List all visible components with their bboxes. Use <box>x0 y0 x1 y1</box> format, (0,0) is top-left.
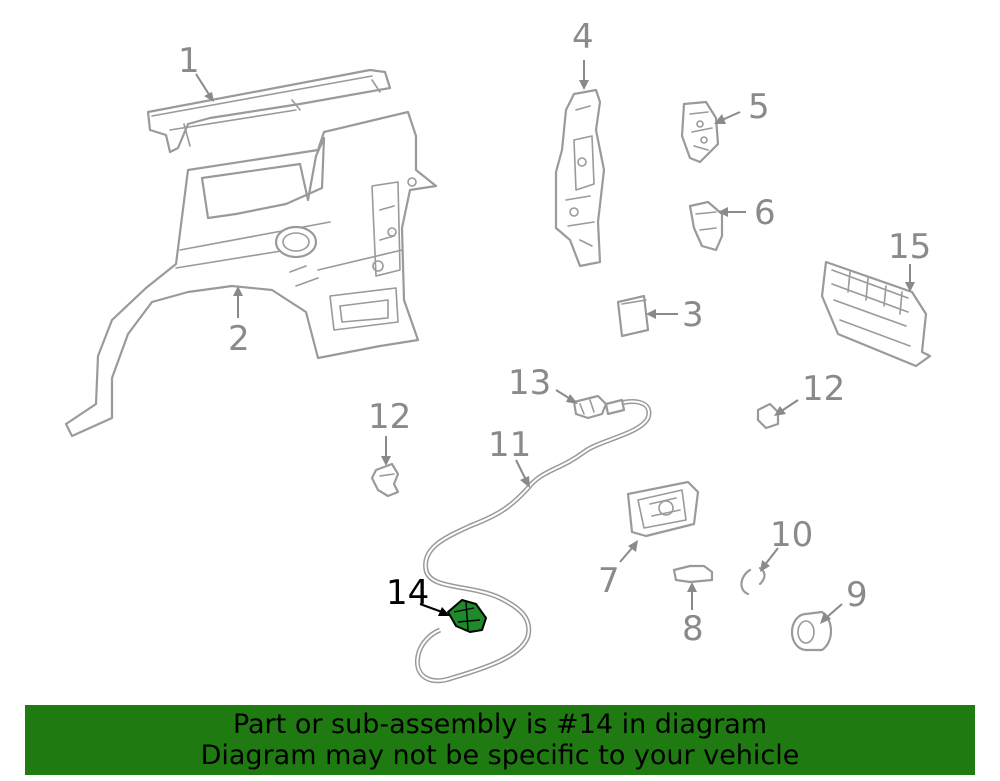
part-6-bracket[interactable] <box>688 200 724 252</box>
part-12-clip-right[interactable] <box>756 402 780 430</box>
part-5-bracket[interactable] <box>680 100 720 164</box>
callout-8: 8 <box>682 609 704 649</box>
part-3-pad[interactable] <box>616 294 650 338</box>
callout-labels: 1 2 3 4 5 6 7 8 9 10 11 12 12 13 14 15 <box>178 17 931 649</box>
part-1-roof-rail[interactable] <box>146 68 392 154</box>
part-2-quarter-panel[interactable] <box>64 110 438 438</box>
part-15-vent[interactable] <box>820 260 932 368</box>
callout-10: 10 <box>770 515 813 555</box>
banner-line-2: Diagram may not be specific to your vehi… <box>200 740 800 771</box>
part-4-pillar-reinforcement[interactable] <box>554 88 606 268</box>
part-7-fuel-filler-housing[interactable] <box>626 480 700 538</box>
callout-4: 4 <box>572 17 594 57</box>
banner-line-1: Part or sub-assembly is #14 in diagram <box>232 709 768 740</box>
callout-12-left: 12 <box>368 397 411 437</box>
part-13-cable-clip[interactable] <box>572 394 608 420</box>
part-10-ring[interactable] <box>740 566 766 596</box>
callout-5: 5 <box>748 87 770 127</box>
callout-9: 9 <box>846 575 868 615</box>
callout-14: 14 <box>386 573 429 613</box>
callout-3: 3 <box>682 295 704 335</box>
fitment-notice-banner: Part or sub-assembly is #14 in diagram D… <box>25 705 975 775</box>
callout-2: 2 <box>228 319 250 359</box>
leader-lines <box>195 60 915 624</box>
part-12-clip-left[interactable] <box>370 462 400 498</box>
part-14-fuel-door-actuator[interactable] <box>447 599 487 633</box>
callout-13: 13 <box>508 363 551 403</box>
part-11-release-cable[interactable] <box>414 398 652 684</box>
callout-1: 1 <box>178 41 200 81</box>
callout-15: 15 <box>888 227 931 267</box>
callout-11: 11 <box>488 425 531 465</box>
callout-6: 6 <box>754 193 776 233</box>
part-8-lock-bracket[interactable] <box>672 564 714 584</box>
callout-7: 7 <box>598 561 620 601</box>
callout-12-right: 12 <box>802 369 845 409</box>
